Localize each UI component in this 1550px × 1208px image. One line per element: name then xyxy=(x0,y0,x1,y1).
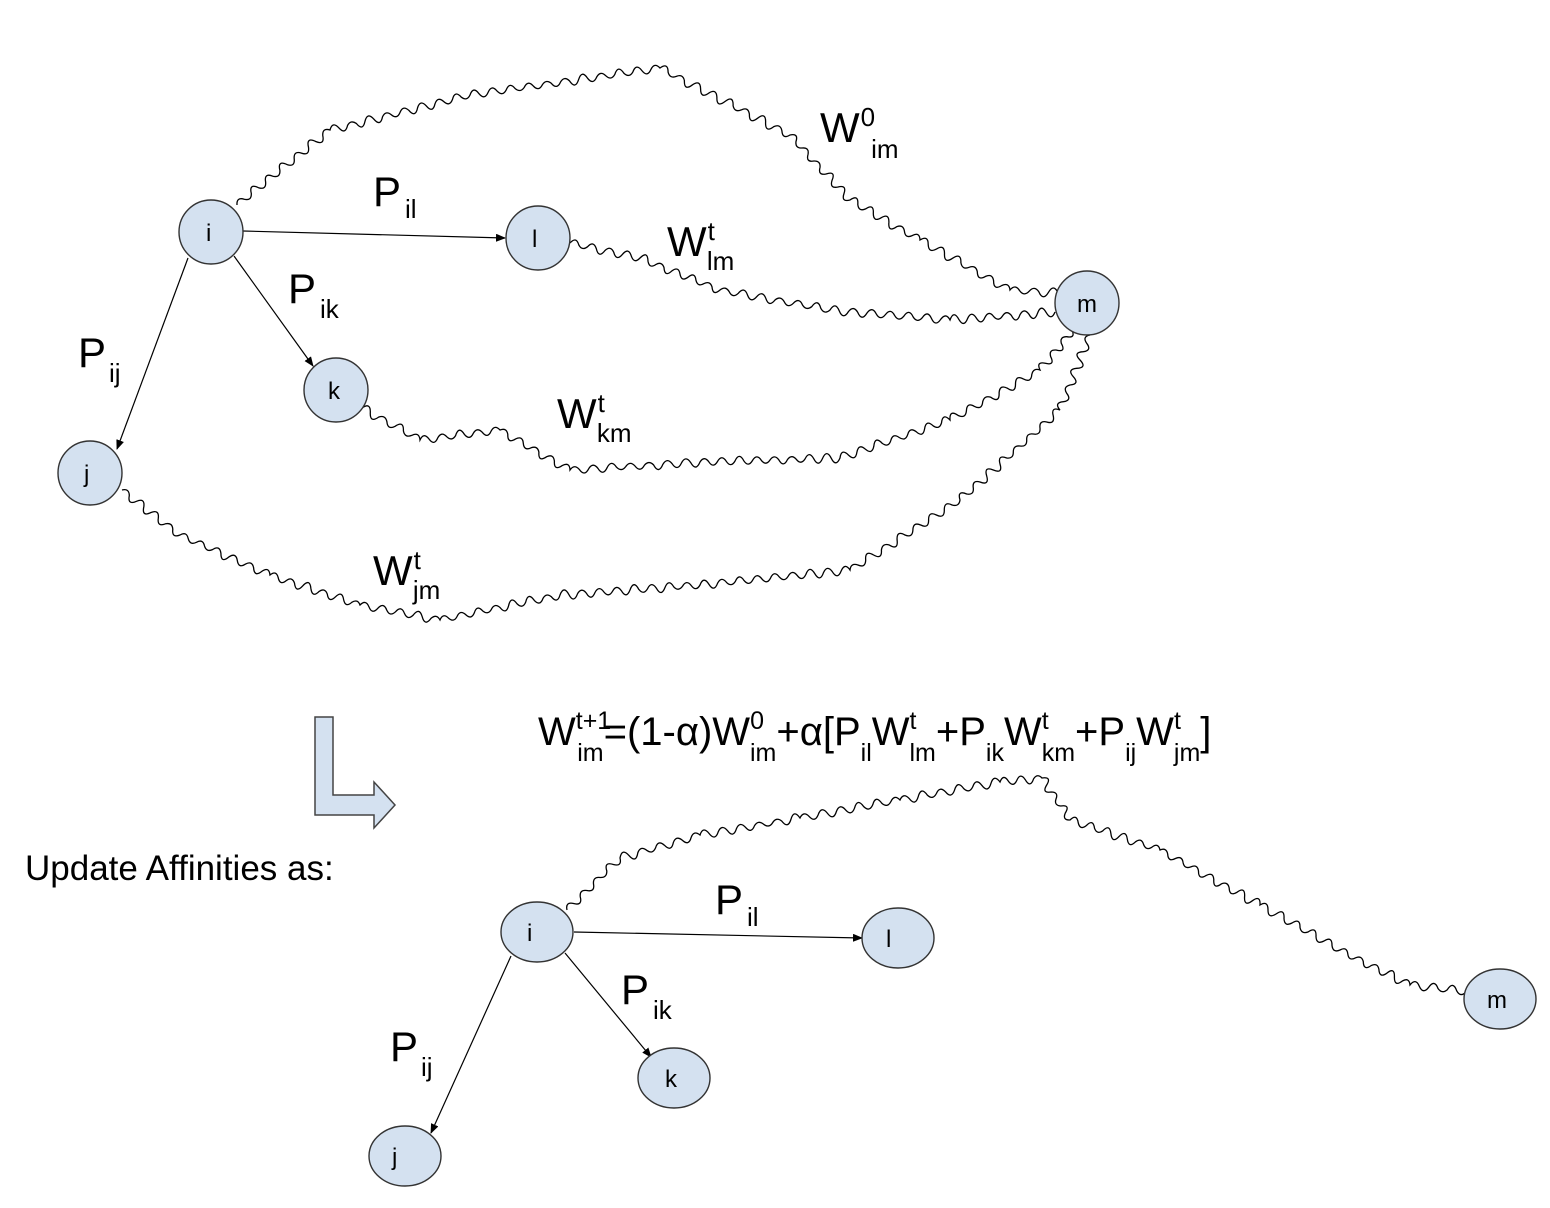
node-m-bottom: m xyxy=(1463,968,1537,1030)
node-i-top: i xyxy=(178,199,244,265)
node-i-bottom: i xyxy=(500,901,574,963)
wavy-edge-wt-lm xyxy=(569,239,1056,325)
node-m-top: m xyxy=(1054,270,1120,336)
edge-p-ik-bottom xyxy=(564,952,652,1058)
update-affinities-caption: Update Affinities as: xyxy=(25,849,334,888)
node-label-l-bottom: l xyxy=(886,926,891,953)
wavy-edge-wt-jm xyxy=(121,334,1091,623)
edge-p-ik-top xyxy=(233,255,314,367)
node-label-i-bottom: i xyxy=(527,920,532,947)
edge-p-ij-bottom xyxy=(430,955,512,1134)
node-label-i: i xyxy=(206,220,211,247)
node-l-top: l xyxy=(505,205,571,271)
node-k-top: k xyxy=(303,357,369,423)
node-j-top: j xyxy=(57,440,123,506)
node-label-l: l xyxy=(532,226,537,253)
wavy-edge-w0-im-bottom xyxy=(566,775,1467,996)
node-k-bottom: k xyxy=(637,1047,711,1109)
node-label-j-bottom: j xyxy=(391,1144,397,1171)
node-label-m: m xyxy=(1077,291,1097,318)
edge-p-ij-top xyxy=(116,257,189,450)
node-label-m-bottom: m xyxy=(1487,987,1507,1014)
node-l-bottom: l xyxy=(861,907,935,969)
node-label-j: j xyxy=(83,461,89,488)
bent-arrow-icon xyxy=(314,716,397,830)
wavy-edge-w0-im-top xyxy=(236,64,1059,298)
node-label-k: k xyxy=(328,378,341,405)
wavy-edge-wt-km xyxy=(361,329,1074,474)
node-j-bottom: j xyxy=(368,1125,442,1187)
edge-p-il-top xyxy=(242,230,506,242)
edge-p-il-bottom xyxy=(573,931,863,942)
node-label-k-bottom: k xyxy=(665,1066,678,1093)
